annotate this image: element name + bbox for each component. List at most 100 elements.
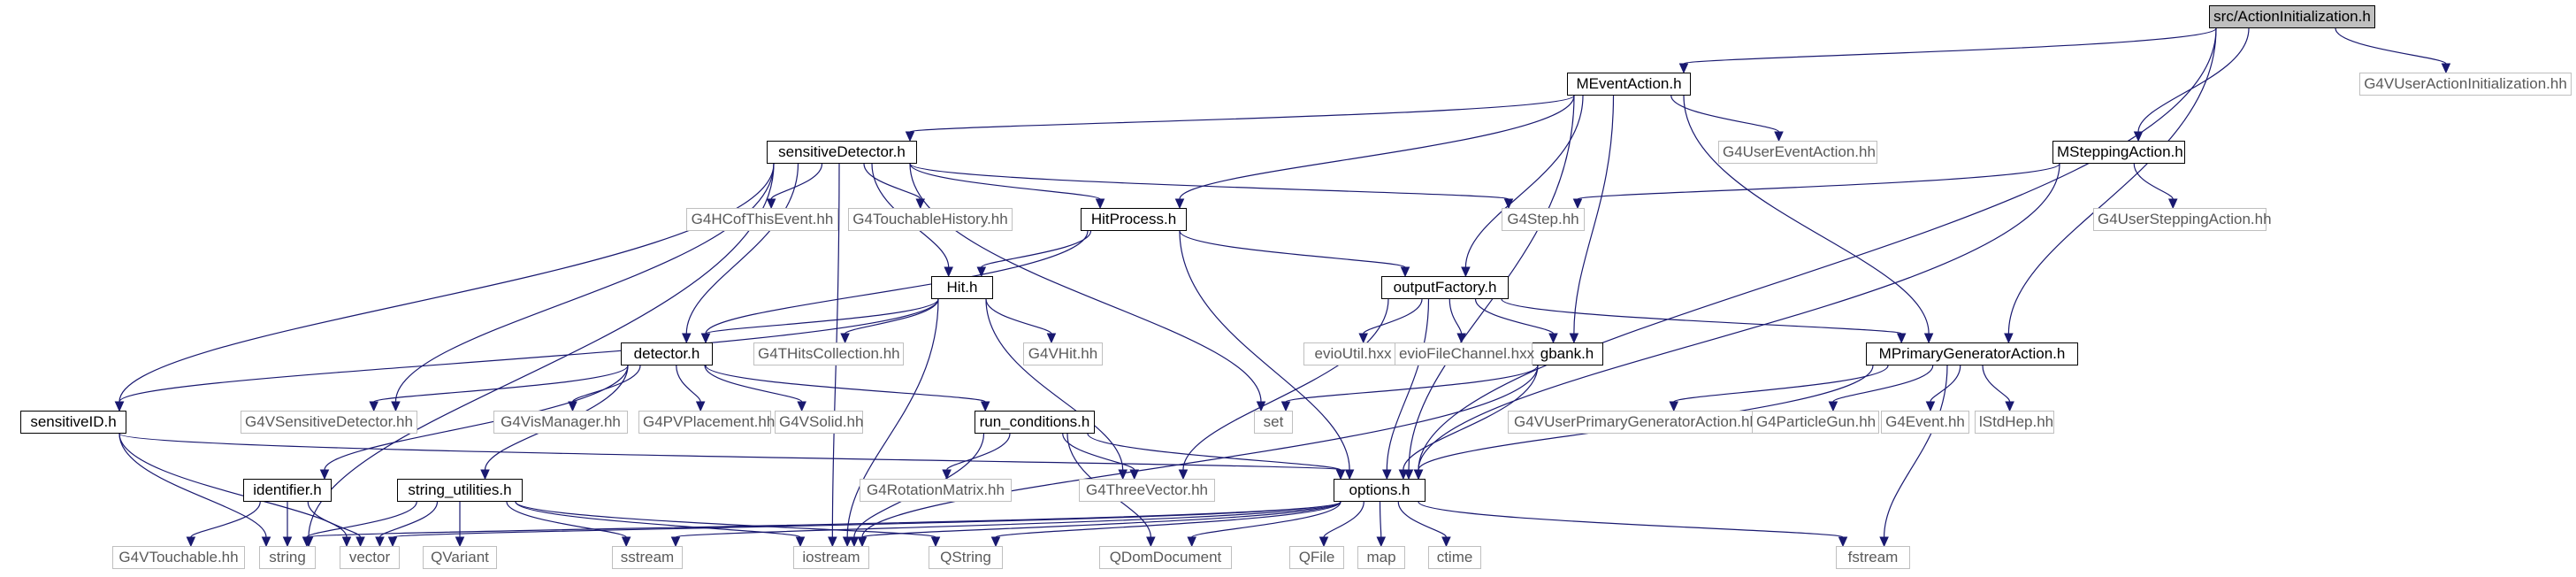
node-map: map <box>1357 546 1405 569</box>
arrowhead-stringutil-to-vector <box>375 536 385 548</box>
node-g4pvplacement: G4PVPlacement.hh <box>638 411 775 434</box>
edge-detector-to-g4vsensdet <box>373 365 629 403</box>
arrowhead-outputfactory-to-mprimarygen <box>1896 333 1907 344</box>
arrowhead-options-to-vector <box>387 536 398 548</box>
edge-hit-to-iostream <box>846 298 939 538</box>
edge-msteppingaction-to-options <box>1418 163 2060 471</box>
arrowhead-msteppingaction-to-g4step <box>1572 198 1583 210</box>
node-qdomdocument: QDomDocument <box>1099 546 1232 569</box>
edge-options-to-ctime <box>1397 501 1448 538</box>
arrowhead-stringutil-to-sstream <box>621 536 631 548</box>
node-outputfactory[interactable]: outputFactory.h <box>1381 276 1509 299</box>
edge-outputfactory-to-gbank <box>1474 298 1555 335</box>
arrowhead-options-to-ctime <box>1441 536 1451 548</box>
node-sensitiveid[interactable]: sensitiveID.h <box>20 411 126 434</box>
arrowhead-sensitiveid-to-vector <box>341 536 352 548</box>
arrowhead-gbank-to-set <box>1280 401 1291 412</box>
edge-sensdet-to-hitprocess <box>909 163 1101 200</box>
edge-sensitiveid-to-string <box>118 433 267 538</box>
arrowhead-meventaction-to-gbank <box>1569 333 1579 344</box>
arrowhead-sensdet-to-g4touchablehistory <box>915 198 926 210</box>
edge-options-to-iostream <box>861 501 1342 538</box>
edge-options-to-sstream <box>675 501 1342 538</box>
edge-msteppingaction-to-g4usersteppingaction <box>2133 163 2174 200</box>
arrowhead-sensdet-to-set <box>1256 401 1266 412</box>
arrowhead-detector-to-g4vsolid <box>797 401 806 412</box>
node-actioninit[interactable]: src/ActionInitialization.h <box>2209 5 2375 28</box>
arrowhead-hitprocess-to-hit <box>976 266 987 278</box>
edge-detector-to-g4vismanager <box>571 365 641 403</box>
edge-options-to-qfile <box>1323 501 1364 538</box>
arrowhead-mprimarygen-to-fstream <box>1879 536 1889 548</box>
arrowhead-hit-to-iostream <box>842 536 852 548</box>
edge-hit-to-sensitiveid <box>118 298 939 403</box>
node-hit[interactable]: Hit.h <box>931 276 993 299</box>
edge-actioninit-to-msteppingaction <box>2137 27 2250 133</box>
edge-meventaction-to-sensdet <box>909 95 1575 133</box>
arrowhead-stringutil-to-qvariant <box>455 536 465 548</box>
arrowhead-options-to-qfile <box>1319 536 1329 548</box>
edge-gbank-to-set <box>1285 365 1539 403</box>
edge-outputfactory-to-eviofilechannel <box>1449 298 1463 335</box>
node-msteppingaction[interactable]: MSteppingAction.h <box>2052 141 2185 164</box>
node-iostream: iostream <box>793 546 869 569</box>
edge-stringutil-to-iostream <box>515 501 801 538</box>
arrowhead-options-to-qstring <box>990 536 1001 548</box>
arrowhead-stringutil-to-iostream <box>795 536 806 548</box>
arrowhead-stringutil-to-qstring <box>930 536 941 548</box>
node-sensdet[interactable]: sensitiveDetector.h <box>767 141 917 164</box>
arrowhead-runconditions-to-qdomdocument <box>1146 536 1156 548</box>
node-runconditions[interactable]: run_conditions.h <box>975 411 1095 434</box>
node-detector[interactable]: detector.h <box>621 342 713 365</box>
edge-identifier-to-vector <box>307 501 362 538</box>
edge-actioninit-to-mprimarygen <box>2007 27 2217 335</box>
node-g4rotationmatrix: G4RotationMatrix.hh <box>860 479 1012 502</box>
node-g4vismanager: G4VisManager.hh <box>493 411 628 434</box>
edge-mprimarygen-to-g4vuserprimarygen <box>1673 365 1889 403</box>
arrowhead-detector-to-g4vismanager <box>568 401 577 412</box>
arrowhead-hitprocess-to-outputfactory <box>1400 266 1410 278</box>
node-g4vtouchable: G4VTouchable.hh <box>112 546 245 569</box>
edge-detector-to-g4vsolid <box>704 365 803 403</box>
node-g4particlegun: G4ParticleGun.hh <box>1752 411 1879 434</box>
arrowhead-runconditions-to-g4rotationmatrix <box>942 469 952 481</box>
edge-meventaction-to-hitprocess <box>1179 95 1575 200</box>
arrowhead-detector-to-g4vsensdet <box>369 401 378 412</box>
node-g4usersteppingaction: G4UserSteppingAction.hh <box>2093 208 2272 231</box>
edge-sensdet-to-g4hcofthisevent <box>770 163 823 200</box>
arrowhead-sensdet-to-g4hcofthisevent <box>766 198 776 210</box>
node-meventaction[interactable]: MEventAction.h <box>1567 73 1691 96</box>
arrowhead-sensdet-to-hit <box>944 266 953 278</box>
arrowhead-actioninit-to-mprimarygen <box>2004 333 2014 344</box>
edge-identifier-to-g4vtouchable <box>190 501 261 538</box>
node-mprimarygen[interactable]: MPrimaryGeneratorAction.h <box>1866 342 2078 365</box>
edge-runconditions-to-g4threevector <box>1062 433 1135 471</box>
node-hitprocess[interactable]: HitProcess.h <box>1081 208 1187 231</box>
edge-options-to-qdomdocument <box>1191 501 1342 538</box>
edge-hitprocess-to-outputfactory <box>1179 230 1406 268</box>
node-options[interactable]: options.h <box>1334 479 1426 502</box>
node-identifier[interactable]: identifier.h <box>243 479 332 502</box>
edge-sensdet-to-g4vsensdet <box>394 163 775 403</box>
arrowhead-meventaction-to-mprimarygen <box>1923 333 1934 344</box>
edge-meventaction-to-mprimarygen <box>1683 95 1930 335</box>
arrowhead-meventaction-to-g4usereventaction <box>1774 131 1784 142</box>
arrowhead-outputfactory-to-evioutil <box>1358 333 1368 344</box>
arrowhead-mprimarygen-to-lstdhep <box>2005 401 2014 412</box>
arrowhead-meventaction-to-sensdet <box>905 131 915 142</box>
node-gbank[interactable]: gbank.h <box>1531 342 1603 365</box>
edge-detector-to-g4pvplacement <box>676 365 701 403</box>
node-stringutil[interactable]: string_utilities.h <box>397 479 523 502</box>
edge-stringutil-to-vector <box>378 501 439 538</box>
edge-sensdet-to-sensitiveid <box>118 163 775 403</box>
edge-detector-to-identifier <box>324 365 629 471</box>
arrowhead-hit-to-g4thitscollection <box>840 333 850 344</box>
arrowhead-runconditions-to-options <box>1335 469 1346 481</box>
edge-mprimarygen-to-g4event <box>1930 365 1961 403</box>
edge-sensitiveid-to-options <box>118 433 1342 471</box>
arrowhead-outputfactory-to-options <box>1382 469 1392 481</box>
arrowhead-gbank-to-options <box>1398 469 1409 481</box>
arrowhead-mprimarygen-to-g4particlegun <box>1828 401 1838 412</box>
edge-meventaction-to-options <box>1408 95 1575 471</box>
